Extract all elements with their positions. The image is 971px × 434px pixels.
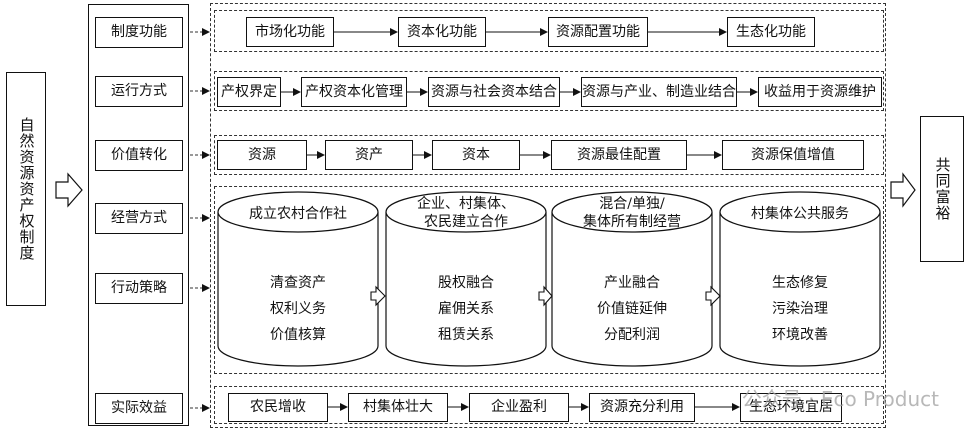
cylinder-4-item: 环境改善: [772, 327, 828, 343]
category-operation: 运行方式: [95, 76, 183, 107]
content-dashed-container: [210, 3, 886, 428]
row-benefit-container: [214, 386, 884, 424]
value-capital: 资本: [432, 140, 520, 170]
row-cylinder-container: [214, 186, 884, 374]
cylinder-2-item: 租赁关系: [438, 327, 494, 343]
category-dashed-connectors: [190, 28, 210, 412]
benefit-resource-use: 资源充分利用: [589, 393, 695, 422]
value-preservation: 资源保值增值: [722, 140, 864, 170]
cylinder-1-item: 清查资产: [270, 275, 326, 291]
operation-capitalization: 产权资本化管理: [301, 77, 407, 107]
category-benefit: 实际效益: [95, 393, 183, 424]
function-capital: 资本化功能: [398, 17, 486, 47]
category-management: 经营方式: [95, 203, 183, 234]
row-function-container: [214, 10, 884, 52]
cylinder-2-item: 股权融合: [438, 275, 494, 291]
cylinder-1-item: 权利义务: [270, 301, 326, 317]
function-allocation: 资源配置功能: [548, 17, 648, 47]
benefit-eco-livable: 生态环境宜居: [740, 393, 842, 422]
row-operation-container: [214, 71, 884, 111]
function-market: 市场化功能: [246, 17, 334, 47]
hollow-arrow-cyl-3: [705, 285, 721, 307]
cylinder-3: [551, 191, 713, 367]
cylinder-2-items: 股权融合 雇佣关系 租赁关系: [386, 270, 546, 348]
operation-industry: 资源与产业、制造业结合: [581, 77, 737, 107]
left-label: 自然资源资产权制度: [17, 117, 36, 261]
category-strategy: 行动策略: [95, 273, 183, 304]
cylinder-3-item: 产业融合: [604, 275, 660, 291]
row-flow-arrows: [281, 28, 758, 411]
cylinder-3-items: 产业融合 价值链延伸 分配利润: [552, 270, 712, 348]
benefit-farmer-income: 农民增收: [228, 393, 328, 422]
category-value: 价值转化: [95, 140, 183, 171]
function-ecological: 生态化功能: [727, 17, 815, 47]
benefit-village-growth: 村集体壮大: [348, 393, 448, 422]
cylinder-3-item: 分配利润: [604, 327, 660, 343]
cylinder-3-item: 价值链延伸: [597, 301, 667, 317]
cylinder-4-item: 生态修复: [772, 275, 828, 291]
category-column: [88, 4, 189, 426]
operation-definition: 产权界定: [217, 77, 281, 107]
cylinder-4-item: 污染治理: [772, 301, 828, 317]
left-label-box: 自然资源资产权制度: [6, 72, 46, 306]
cylinder-2-item: 雇佣关系: [438, 301, 494, 317]
cylinder-3-title: 混合/单独/ 集体所有制经营: [583, 196, 681, 230]
hollow-arrow-cyl-2: [538, 285, 553, 307]
value-resource: 资源: [217, 140, 307, 170]
cylinder-1-items: 清查资产 权利义务 价值核算: [218, 270, 378, 348]
benefit-enterprise-profit: 企业盈利: [469, 393, 569, 422]
cylinder-4-title: 村集体公共服务: [751, 206, 849, 222]
cylinder-1-title: 成立农村合作社: [249, 206, 347, 222]
operation-social-capital: 资源与社会资本结合: [428, 77, 560, 107]
category-function: 制度功能: [95, 17, 183, 48]
cylinder-4: [719, 191, 881, 367]
hollow-arrow-left: [55, 172, 83, 208]
cylinder-2-title: 企业、村集体、 农民建立合作: [417, 196, 515, 230]
hollow-arrow-cyl-1: [370, 285, 386, 307]
right-label: 共同富裕: [933, 157, 952, 221]
hollow-arrow-right: [890, 172, 916, 208]
operation-maintenance: 收益用于资源维护: [758, 77, 882, 107]
cylinder-1: [217, 191, 379, 367]
cylinder-4-items: 生态修复 污染治理 环境改善: [720, 270, 880, 348]
cylinder-2: [385, 191, 547, 367]
watermark: 公众号 · Eco Product: [741, 387, 939, 411]
right-label-box: 共同富裕: [920, 116, 964, 262]
value-optimal: 资源最佳配置: [551, 140, 687, 170]
cylinder-1-item: 价值核算: [270, 327, 326, 343]
row-value-container: [214, 135, 884, 175]
value-asset: 资产: [325, 140, 413, 170]
